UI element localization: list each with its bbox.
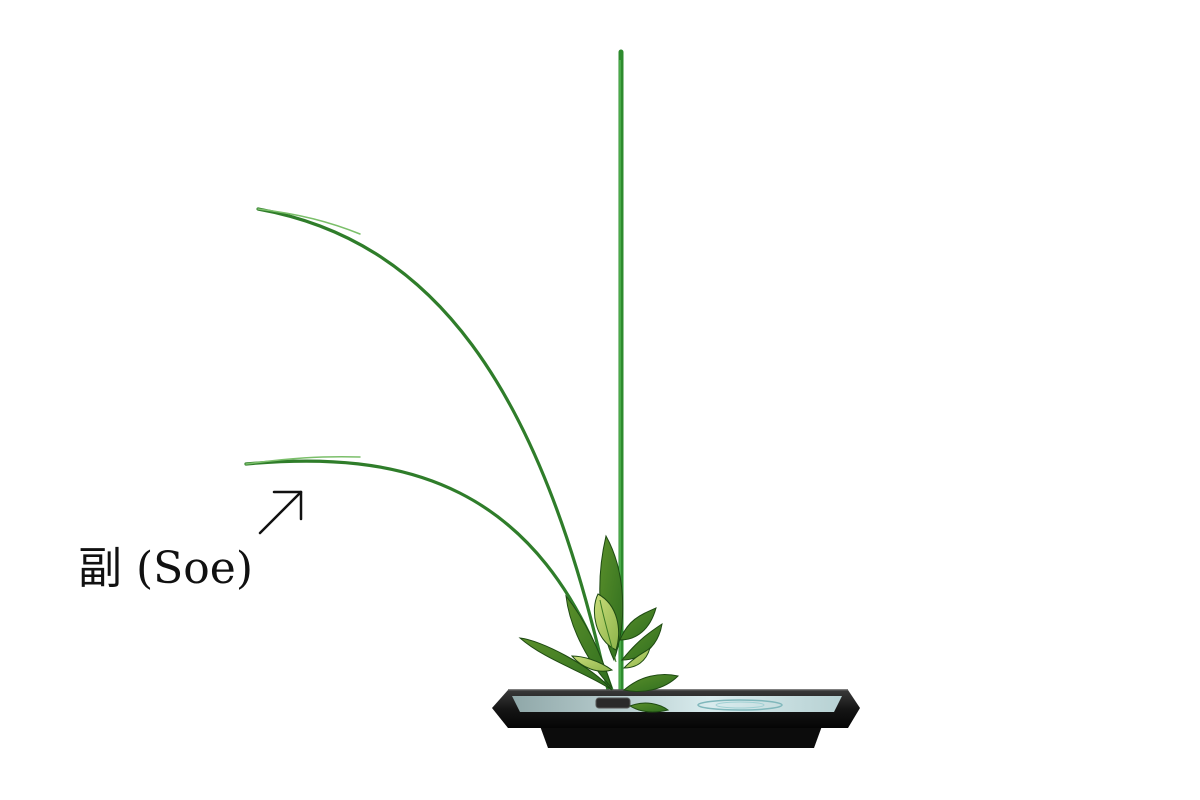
kenzan: [595, 697, 631, 709]
soe-label: 副 (Soe): [78, 543, 253, 594]
upper-arching-blade: [256, 207, 610, 692]
arrow-up-right-icon: [258, 490, 303, 535]
leaf-cluster: [518, 534, 679, 713]
water-surface: [512, 696, 842, 712]
upper-blade-tip: [257, 208, 361, 235]
soe-blade-tip: [245, 456, 361, 465]
suiban-dish: [492, 689, 860, 748]
